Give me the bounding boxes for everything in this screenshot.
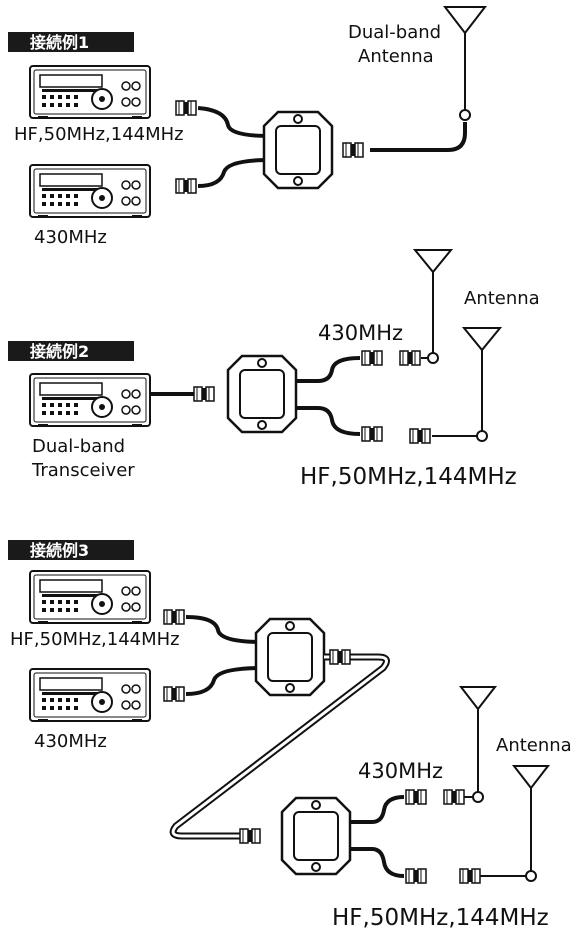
radio-transceiver-icon <box>29 65 151 120</box>
coax-connector-icon <box>163 686 185 702</box>
example-3-header: 接続例3 <box>8 540 134 560</box>
example-2-radio-label: Dual-band <box>32 436 125 457</box>
coax-cable-core <box>171 655 388 838</box>
coax-connector-icon <box>399 350 421 366</box>
example-1-radio-bottom-label: 430MHz <box>34 227 107 248</box>
coax-connector-icon <box>443 789 465 805</box>
duplexer-icon <box>254 617 326 697</box>
example-1-antenna-label-1: Dual-band <box>348 22 441 43</box>
example-1-header-text: 接続例1 <box>30 33 89 52</box>
example-3-out-top-label: 430MHz <box>358 759 443 783</box>
radio-transceiver-icon <box>29 668 151 723</box>
radio-transceiver-icon <box>29 164 151 219</box>
coax-connector-icon <box>405 868 427 884</box>
coax-connector-icon <box>361 350 383 366</box>
example-1-radio-top-label: HF,50MHz,144MHz <box>14 124 184 145</box>
radio-transceiver-icon <box>29 373 151 428</box>
antenna-icon <box>432 327 503 442</box>
example-2-out-bottom-label: HF,50MHz,144MHz <box>300 464 517 490</box>
coax-cable <box>197 106 271 138</box>
example-3-header-text: 接続例3 <box>30 541 89 560</box>
example-1-header: 接続例1 <box>8 32 134 52</box>
coax-cable <box>350 795 405 824</box>
duplexer-icon <box>226 354 298 434</box>
example-3-radio-top-label: HF,50MHz,144MHz <box>10 629 180 650</box>
coax-connector-icon <box>193 386 215 402</box>
example-3-radio-bottom-label: 430MHz <box>34 731 107 752</box>
antenna-icon <box>412 249 454 364</box>
antenna-icon <box>480 765 551 882</box>
coax-connector-icon <box>329 649 351 665</box>
coax-connector-icon <box>459 868 481 884</box>
coax-cable <box>350 847 405 878</box>
coax-cable <box>370 122 467 152</box>
antenna-icon <box>442 6 488 121</box>
coax-connector-icon <box>409 428 431 444</box>
duplexer-icon <box>280 796 352 876</box>
example-1: 接続例1 HF,50MHz,144MHz 430MHz Dual-band An… <box>8 6 488 248</box>
coax-cable <box>197 158 271 188</box>
coax-cable <box>185 666 263 696</box>
coax-connector-icon <box>239 828 261 844</box>
coax-connector-icon <box>163 609 185 625</box>
example-2-header-text: 接続例2 <box>30 342 89 361</box>
duplexer-icon <box>262 110 334 190</box>
coax-connector-icon <box>361 426 383 442</box>
example-2-out-top-label: 430MHz <box>318 321 403 345</box>
example-3: 接続例3 HF,50MHz,144MHz 430MHz <box>8 540 572 931</box>
coax-cable <box>296 356 361 383</box>
coax-cable <box>296 406 361 436</box>
coax-connector-icon <box>175 178 197 194</box>
example-1-antenna-label-2: Antenna <box>358 46 434 67</box>
radio-transceiver-icon <box>29 570 151 625</box>
example-2-header: 接続例2 <box>8 341 134 361</box>
coax-cable <box>185 615 263 644</box>
example-2: 接続例2 Dual-band Transceiver Antenna 430MH… <box>8 249 540 490</box>
example-3-antenna-label: Antenna <box>496 735 572 756</box>
coax-connector-icon <box>175 100 197 116</box>
example-3-out-bottom-label: HF,50MHz,144MHz <box>332 905 549 931</box>
antenna-icon <box>458 686 498 803</box>
example-2-antenna-label: Antenna <box>464 288 540 309</box>
example-2-radio-label-2: Transceiver <box>31 460 135 481</box>
coax-connector-icon <box>342 142 364 158</box>
coax-connector-icon <box>405 789 427 805</box>
